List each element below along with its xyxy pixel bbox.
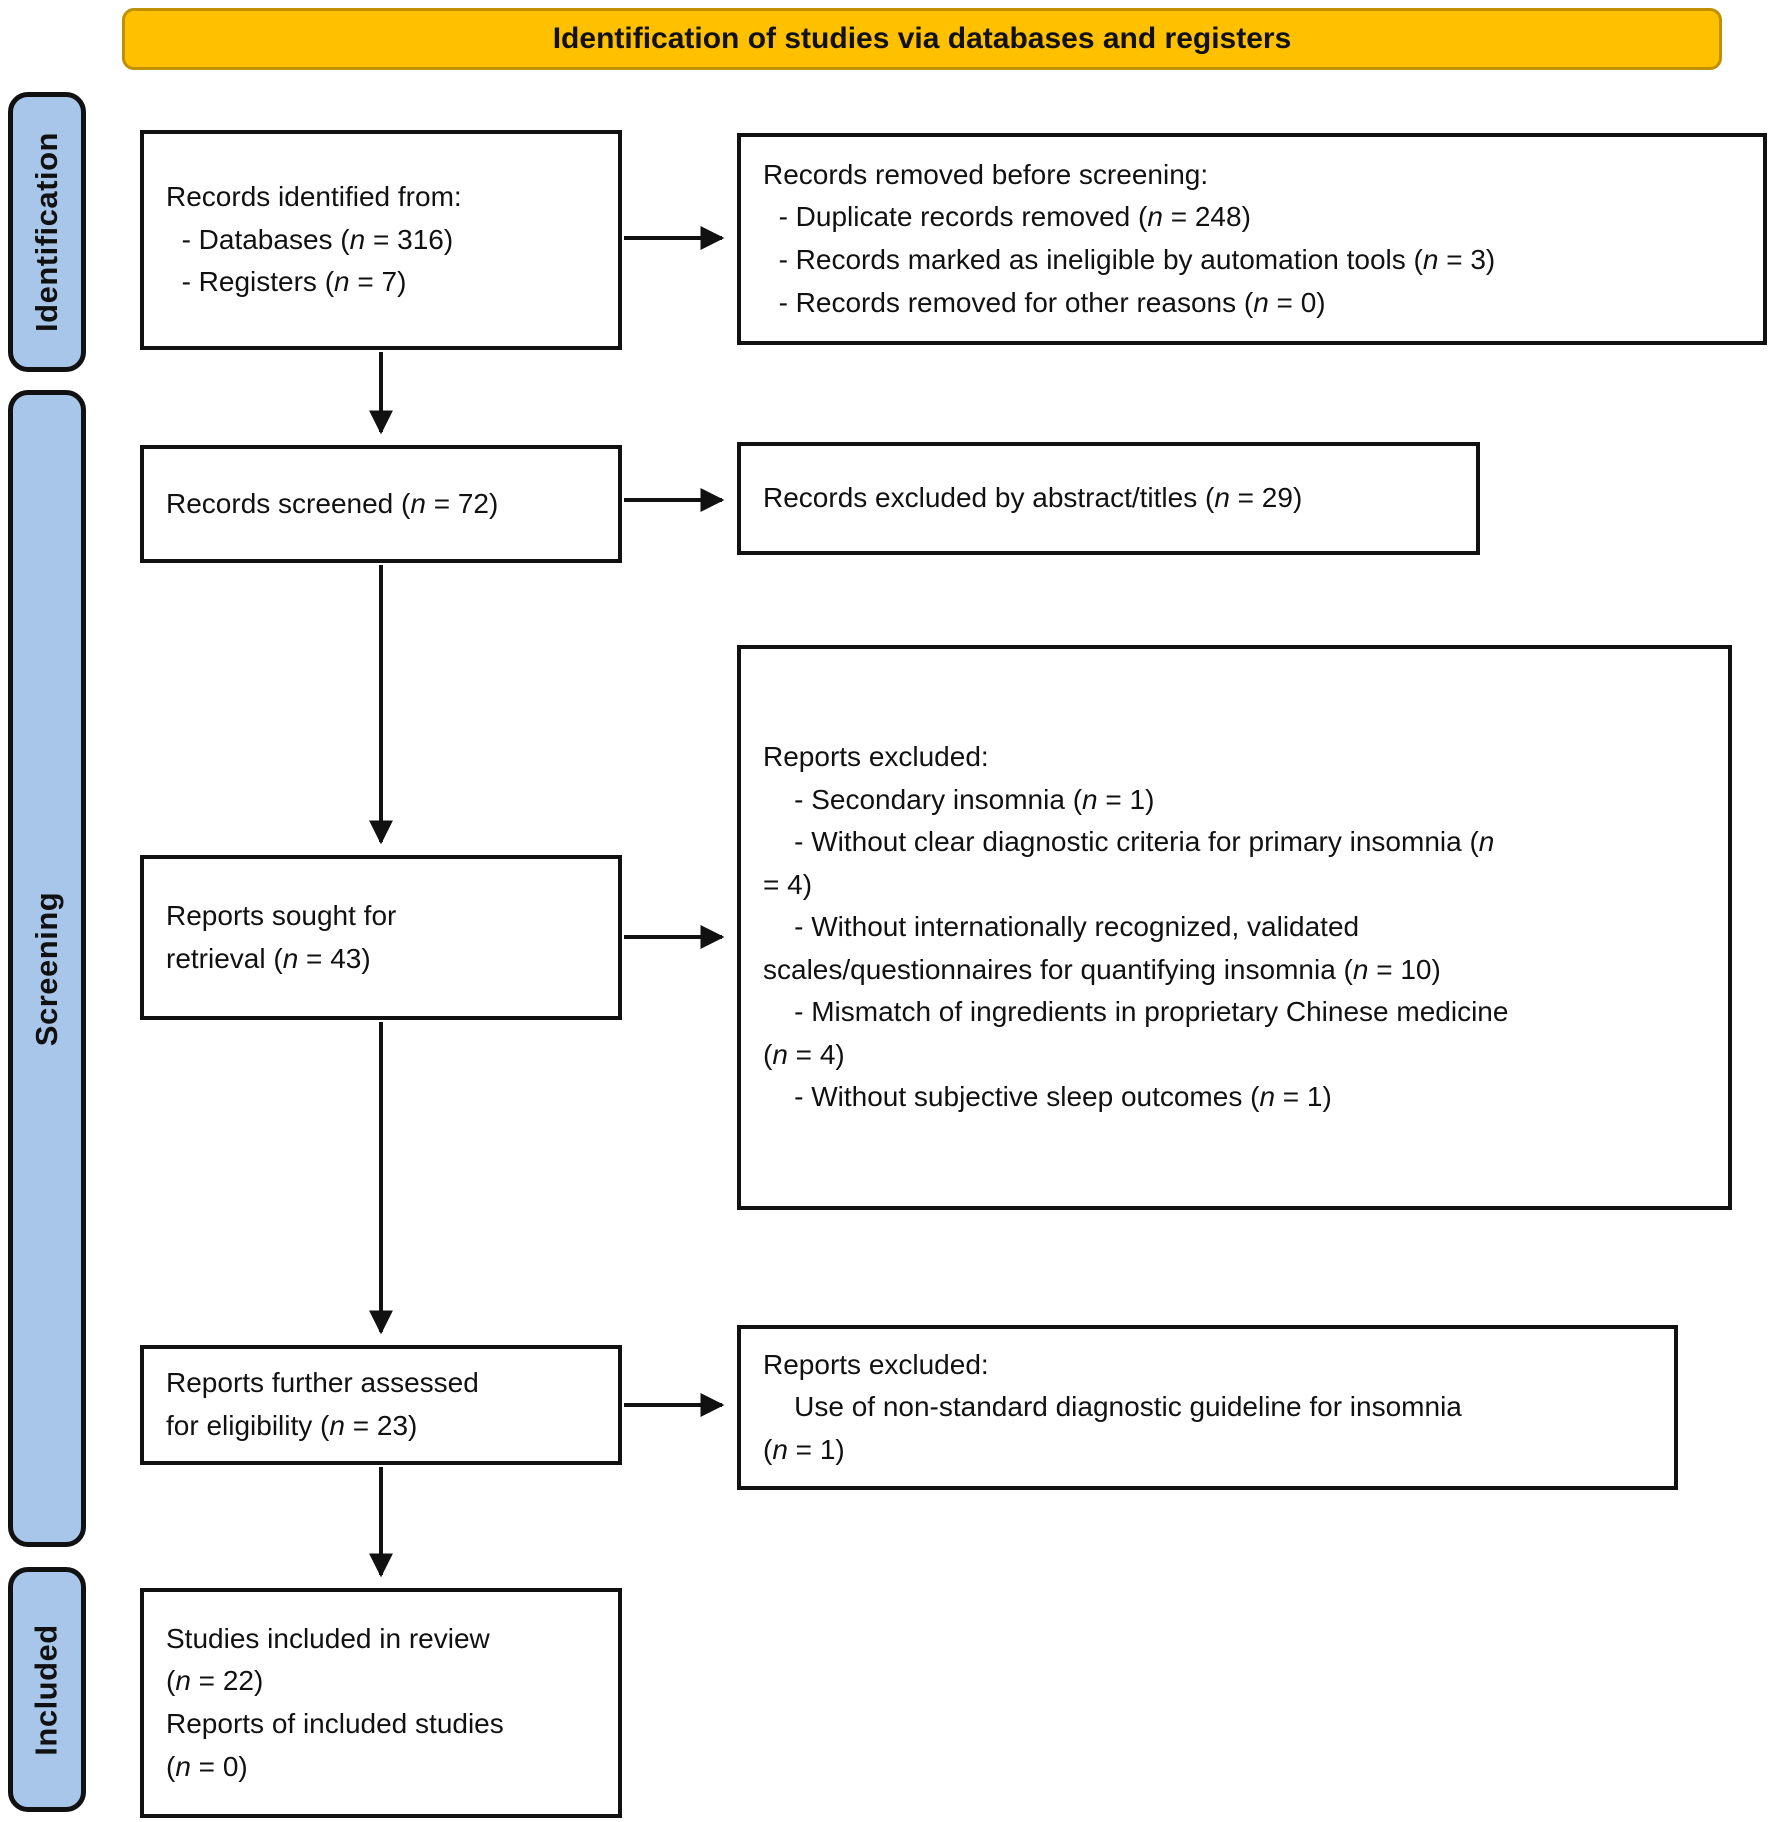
identification-stage-bar: Identification [8, 92, 86, 372]
identification-stage-label: Identification [29, 132, 65, 332]
records-excluded-abstract-text: Records excluded by abstract/titles (n =… [763, 482, 1303, 514]
studies-included-text: Studies included in review(n = 22)Report… [166, 1622, 504, 1782]
banner-title: Identification of studies via databases … [122, 8, 1722, 70]
records-excluded-abstract-box: Records excluded by abstract/titles (n =… [737, 442, 1480, 555]
reports-excluded-eligibility-box: Reports excluded: Use of non-standard di… [737, 1325, 1678, 1490]
records-identified-text: Records identified from: - Databases (n … [166, 181, 462, 298]
included-stage-label: Included [29, 1623, 65, 1756]
records-identified-box: Records identified from: - Databases (n … [140, 130, 622, 350]
reports-excluded-screening-text: Reports excluded: - Secondary insomnia (… [763, 741, 1509, 1113]
included-stage-bar: Included [8, 1567, 86, 1812]
records-screened-box: Records screened (n = 72) [140, 445, 622, 563]
records-removed-box: Records removed before screening: - Dupl… [737, 133, 1767, 345]
records-screened-text: Records screened (n = 72) [166, 487, 499, 519]
reports-excluded-screening-box: Reports excluded: - Secondary insomnia (… [737, 645, 1732, 1210]
records-removed-text: Records removed before screening: - Dupl… [763, 158, 1496, 318]
reports-excluded-eligibility-text: Reports excluded: Use of non-standard di… [763, 1348, 1462, 1465]
screening-stage-label: Screening [29, 891, 65, 1046]
screening-stage-bar: Screening [8, 390, 86, 1547]
studies-included-box: Studies included in review(n = 22)Report… [140, 1588, 622, 1818]
